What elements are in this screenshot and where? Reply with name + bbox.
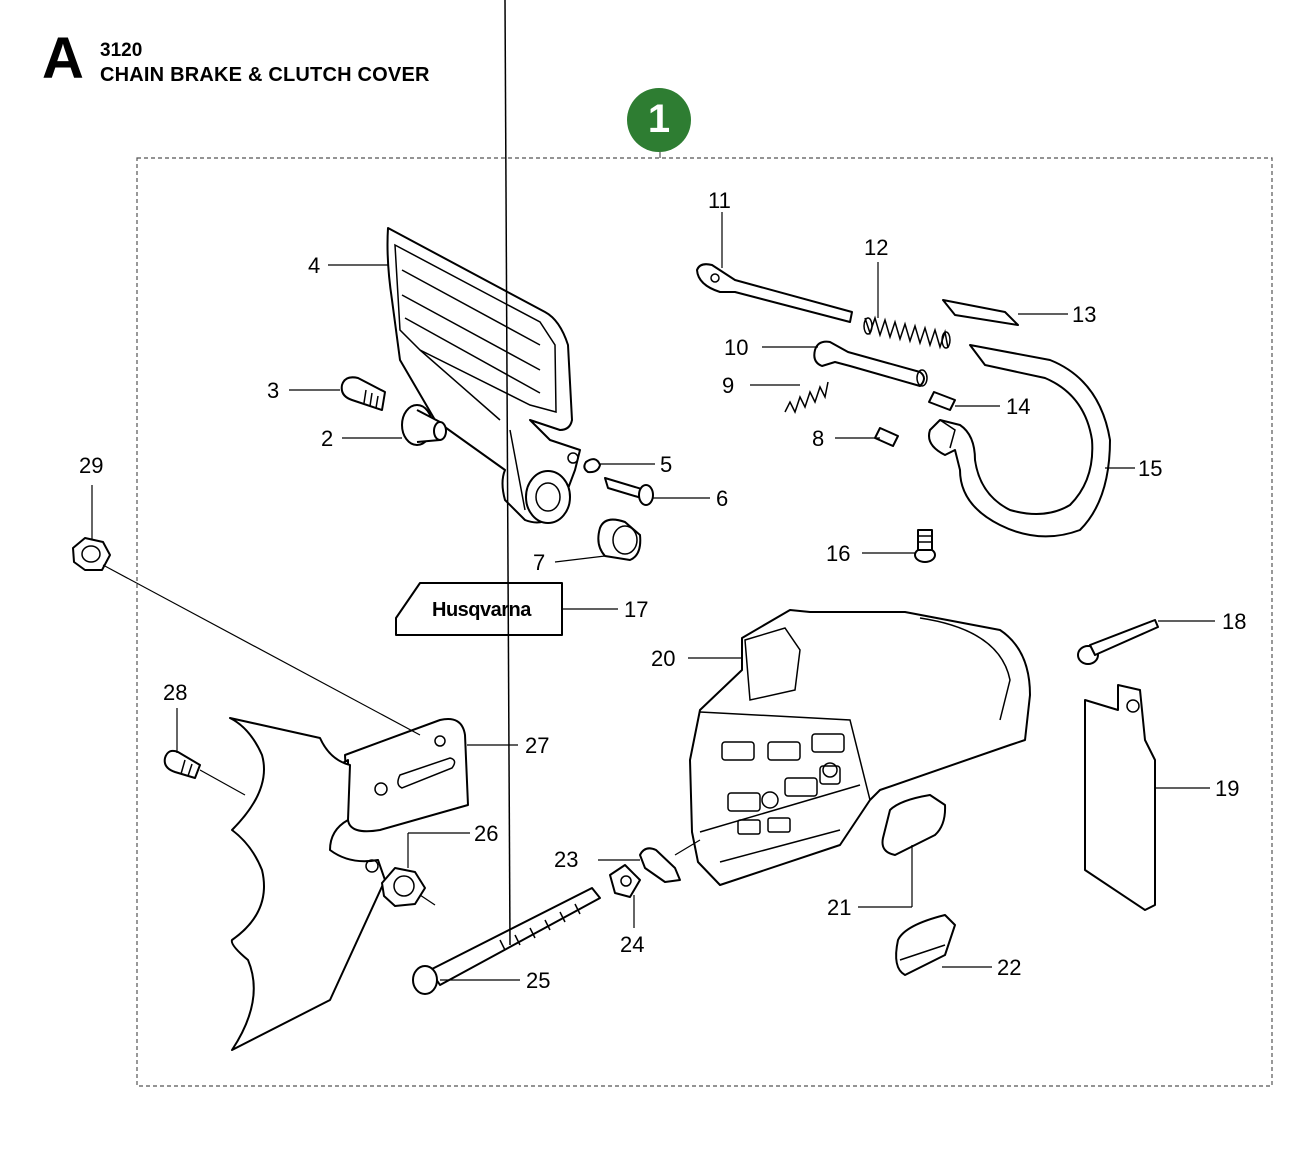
callout-4: 4: [308, 253, 320, 278]
part-18-bolt[interactable]: [1077, 619, 1159, 665]
section-title: CHAIN BRAKE & CLUTCH COVER: [100, 64, 430, 86]
callout-22: 22: [997, 955, 1021, 980]
part-2-bushing[interactable]: [401, 404, 447, 446]
callout-labels: 4 3 2 5 6 7 11 12 13 10 9 14 8 15 16 17 …: [79, 188, 1246, 993]
callout-15: 15: [1138, 456, 1162, 481]
callout-14: 14: [1006, 394, 1030, 419]
callout-11: 11: [708, 188, 731, 213]
callout-19: 19: [1215, 776, 1239, 801]
section-letter: A: [42, 26, 84, 91]
part-23-pin[interactable]: [639, 847, 681, 883]
part-21-cap[interactable]: [881, 794, 947, 856]
part-7-bushing[interactable]: [597, 518, 642, 561]
callout-25: 25: [526, 968, 550, 993]
callout-24: 24: [620, 932, 644, 957]
part-26-spike-bumper[interactable]: [229, 717, 386, 1051]
callout-17: 17: [624, 597, 648, 622]
part-27-plate[interactable]: [329, 718, 469, 833]
part-9-spring[interactable]: [784, 381, 829, 414]
callout-3: 3: [267, 378, 279, 403]
callout-13: 13: [1072, 302, 1096, 327]
group-badge: 1: [627, 88, 691, 152]
part-15-brake-band[interactable]: [928, 344, 1111, 538]
assembly-frame: [136, 157, 1273, 1087]
part-4-hand-guard[interactable]: [386, 227, 581, 524]
part-3-screw[interactable]: [340, 376, 386, 411]
part-22-cap[interactable]: [895, 914, 956, 976]
part-11-rod[interactable]: [696, 263, 853, 323]
callout-18: 18: [1222, 609, 1246, 634]
callout-10: 10: [724, 335, 748, 360]
part-8-pin[interactable]: [874, 427, 899, 447]
part-25-tensioner-screw[interactable]: [412, 0, 601, 995]
callout-5: 5: [660, 452, 672, 477]
callout-12: 12: [864, 235, 888, 260]
part-13-strip[interactable]: [942, 299, 1019, 326]
part-14-pin[interactable]: [928, 391, 956, 411]
callout-6: 6: [716, 486, 728, 511]
callout-21: 21: [827, 895, 851, 920]
callout-28: 28: [163, 680, 187, 705]
part-5-clip[interactable]: [583, 458, 601, 474]
part-28-screw[interactable]: [163, 749, 201, 779]
part-24-nut[interactable]: [609, 864, 641, 898]
callout-20: 20: [651, 646, 675, 671]
part-10-lever[interactable]: [813, 340, 928, 387]
section-code: 3120: [100, 40, 143, 61]
callout-23: 23: [554, 847, 578, 872]
leader-lines: [91, 212, 1215, 981]
callout-16: 16: [826, 541, 850, 566]
callout-29: 29: [79, 453, 103, 478]
callout-8: 8: [812, 426, 824, 451]
part-26-nut[interactable]: [381, 867, 426, 907]
callout-7: 7: [533, 550, 545, 575]
callout-27: 27: [525, 733, 549, 758]
part-20-clutch-cover[interactable]: [689, 609, 1031, 886]
callout-2: 2: [321, 426, 333, 451]
part-29-nut[interactable]: [72, 537, 111, 571]
part-19-cover-plate[interactable]: [1084, 684, 1156, 911]
part-16-screw[interactable]: [914, 529, 936, 563]
part-17-decal[interactable]: Husqvarna: [395, 582, 563, 636]
part-6-pin[interactable]: [604, 477, 654, 506]
callout-9: 9: [722, 373, 734, 398]
part-12-spring[interactable]: [863, 315, 951, 350]
callout-26: 26: [474, 821, 498, 846]
decal-brand-text: Husqvarna: [432, 599, 532, 621]
